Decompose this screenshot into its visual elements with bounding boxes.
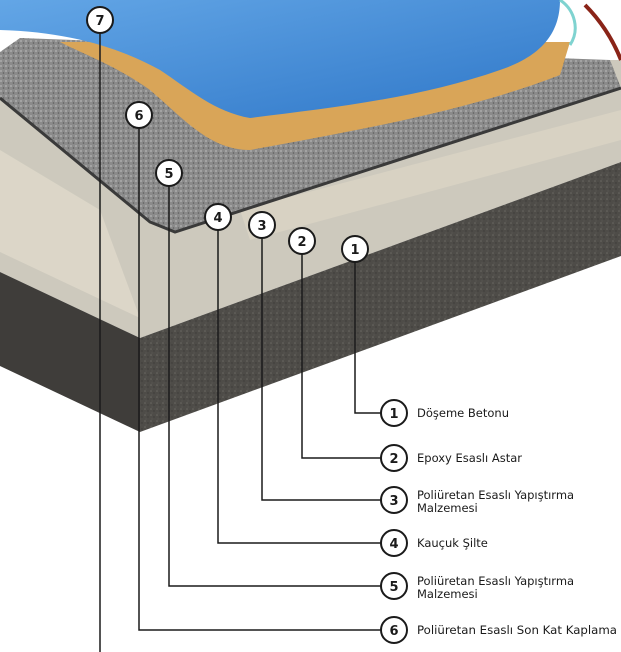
svg-text:2: 2 — [389, 452, 398, 467]
svg-text:5: 5 — [389, 580, 398, 595]
svg-text:6: 6 — [134, 109, 143, 124]
legend-marker-2: 2 — [380, 444, 408, 472]
legend-label-3-line-2: Malzemesi — [417, 501, 478, 515]
leader-line-3 — [261, 238, 381, 501]
svg-text:4: 4 — [389, 537, 398, 552]
marker-2: 2 — [288, 227, 316, 255]
marker-4: 4 — [204, 203, 232, 231]
leader-line-5 — [168, 186, 381, 587]
legend-label-3-line-1: Poliüretan Esaslı Yapıştırma — [417, 488, 574, 502]
marker-6: 6 — [125, 101, 153, 129]
svg-text:2: 2 — [297, 235, 306, 250]
svg-text:5: 5 — [164, 167, 173, 182]
svg-text:6: 6 — [389, 624, 398, 639]
marker-3: 3 — [248, 211, 276, 239]
svg-text:3: 3 — [389, 494, 398, 509]
legend-label-6: Poliüretan Esaslı Son Kat Kaplama — [417, 623, 617, 637]
svg-text:1: 1 — [389, 407, 398, 422]
leader-line-2 — [301, 254, 381, 459]
marker-7: 7 — [86, 6, 114, 34]
water-rim — [559, 0, 577, 46]
leader-line-4 — [217, 230, 381, 544]
legend-label-2: Epoxy Esaslı Astar — [417, 451, 522, 465]
svg-text:7: 7 — [95, 14, 104, 29]
leader-line-6 — [138, 128, 381, 631]
svg-text:3: 3 — [257, 219, 266, 234]
svg-text:1: 1 — [350, 243, 359, 258]
layer-band-2 — [240, 110, 621, 240]
marker-5: 5 — [155, 159, 183, 187]
leader-line-1 — [354, 262, 381, 414]
legend-marker-6: 6 — [380, 616, 408, 644]
legend-marker-1: 1 — [380, 399, 408, 427]
red-rail — [583, 3, 621, 61]
legend-label-5-line-2: Malzemesi — [417, 587, 478, 601]
legend-label-5-line-1: Poliüretan Esaslı Yapıştırma — [417, 574, 574, 588]
marker-1: 1 — [341, 235, 369, 263]
svg-text:4: 4 — [213, 211, 222, 226]
layer-band-1 — [0, 150, 140, 318]
legend-label-1: Döşeme Betonu — [417, 406, 509, 420]
concrete-left-face — [0, 272, 140, 432]
concrete-front-face — [140, 162, 621, 432]
track-edge — [0, 86, 621, 234]
legend-marker-3: 3 — [380, 486, 408, 514]
leader-lines — [99, 33, 381, 652]
water-surface — [0, 0, 560, 118]
legend-marker-4: 4 — [380, 529, 408, 557]
legend-label-4: Kauçuk Şilte — [417, 536, 488, 550]
legend-marker-5: 5 — [380, 572, 408, 600]
